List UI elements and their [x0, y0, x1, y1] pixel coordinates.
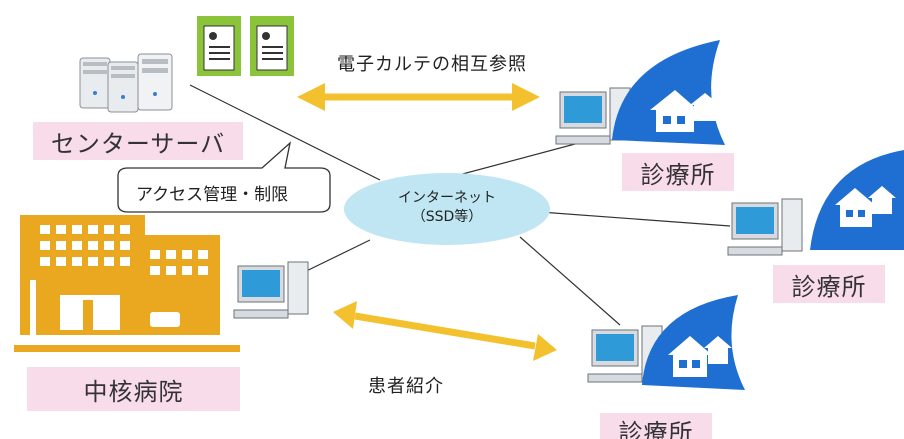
hospital-icon — [14, 215, 240, 352]
mutual-reference-label: 電子カルテの相互参照 — [337, 54, 527, 75]
clinic-label-top: 診療所 — [622, 153, 734, 191]
clinic-house-icon-right — [810, 150, 904, 250]
internet-label-line2: （SSD等） — [411, 209, 483, 225]
connection-lines — [189, 84, 731, 326]
access-callout — [117, 141, 331, 213]
double-arrow-bottom — [333, 301, 557, 361]
internet-cloud — [344, 173, 550, 245]
hospital-label: 中核病院 — [27, 367, 240, 411]
computer-icon-clinic-right — [727, 198, 803, 256]
internet-label-line1: インターネット — [398, 190, 496, 206]
computer-icon-hospital — [233, 261, 309, 319]
clinic-house-icon-bottom — [642, 295, 745, 390]
medical-record-icon — [197, 16, 294, 76]
clinic-label-right: 診療所 — [773, 265, 885, 303]
internet-label: インターネット （SSD等） — [347, 189, 547, 227]
server-icon — [79, 53, 173, 113]
double-arrow-top — [297, 83, 540, 111]
clinic-label-bottom: 診療所 — [600, 413, 712, 439]
center-server-label: センターサーバ — [33, 122, 243, 160]
access-control-label: アクセス管理・制限 — [136, 185, 289, 205]
clinic-house-icon-top — [612, 40, 725, 145]
patient-referral-label: 患者紹介 — [368, 376, 444, 397]
